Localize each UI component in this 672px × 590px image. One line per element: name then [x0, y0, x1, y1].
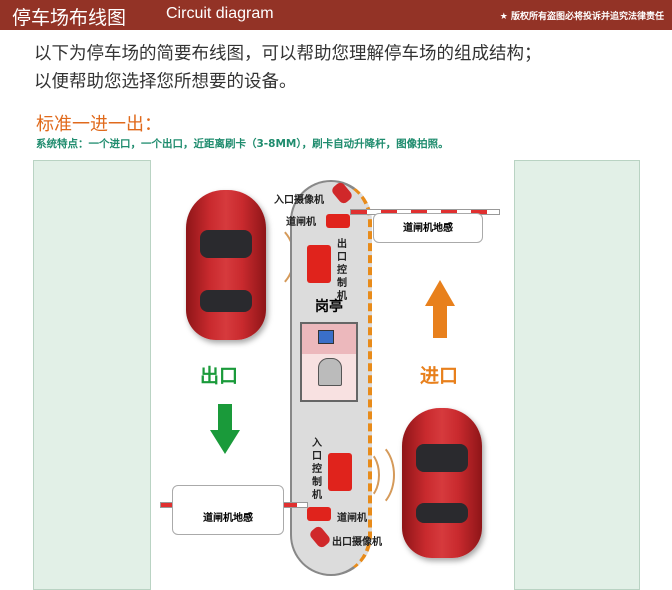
exit-label: 出口 [200, 365, 239, 387]
entry-controller-label: 入口控制机 [312, 438, 322, 501]
computer-icon [318, 330, 334, 344]
barrier-top-label: 道闸机 [286, 217, 316, 228]
system-features: 系统特点：一个进口，一个出口，近距离刷卡（3-8MM），刷卡自动升降杆，图像拍照… [36, 138, 449, 150]
header-bar: 停车场布线图 Circuit diagram ★ 版权所有盗图必将投诉并追究法律… [0, 0, 672, 30]
barrier-bottom-unit [307, 507, 331, 521]
copyright-notice: ★ 版权所有盗图必将投诉并追究法律责任 [499, 12, 664, 22]
loop-sensor-bottom: 道闸机地感 [172, 485, 284, 535]
left-lane-border [33, 160, 151, 590]
entry-label: 进口 [420, 365, 459, 387]
barrier-top-unit [326, 214, 350, 228]
header-title-en: Circuit diagram [166, 5, 274, 22]
exit-camera-label: 出口摄像机 [332, 537, 382, 548]
booth-window [300, 322, 358, 402]
exit-controller-unit [307, 245, 331, 283]
exit-controller-label: 出口控制机 [337, 239, 347, 302]
intro-line-2: 以便帮助您选择您所想要的设备。 [34, 72, 297, 92]
entry-controller-unit [328, 453, 352, 491]
loop-sensor-top: 道闸机地感 [373, 213, 483, 243]
operator-icon [318, 358, 342, 386]
barrier-bottom-label: 道闸机 [337, 513, 367, 524]
right-lane-border [514, 160, 640, 590]
booth-label: 岗亭 [315, 299, 343, 315]
rf-wave-bottom-outer [345, 440, 395, 510]
entry-car [402, 408, 482, 558]
section-title: 标准一进一出： [36, 114, 162, 135]
intro-line-1: 以下为停车场的简要布线图，可以帮助您理解停车场的组成结构； [34, 44, 542, 64]
entry-camera-label: 入口摄像机 [274, 195, 324, 206]
header-title: 停车场布线图 [12, 7, 127, 29]
